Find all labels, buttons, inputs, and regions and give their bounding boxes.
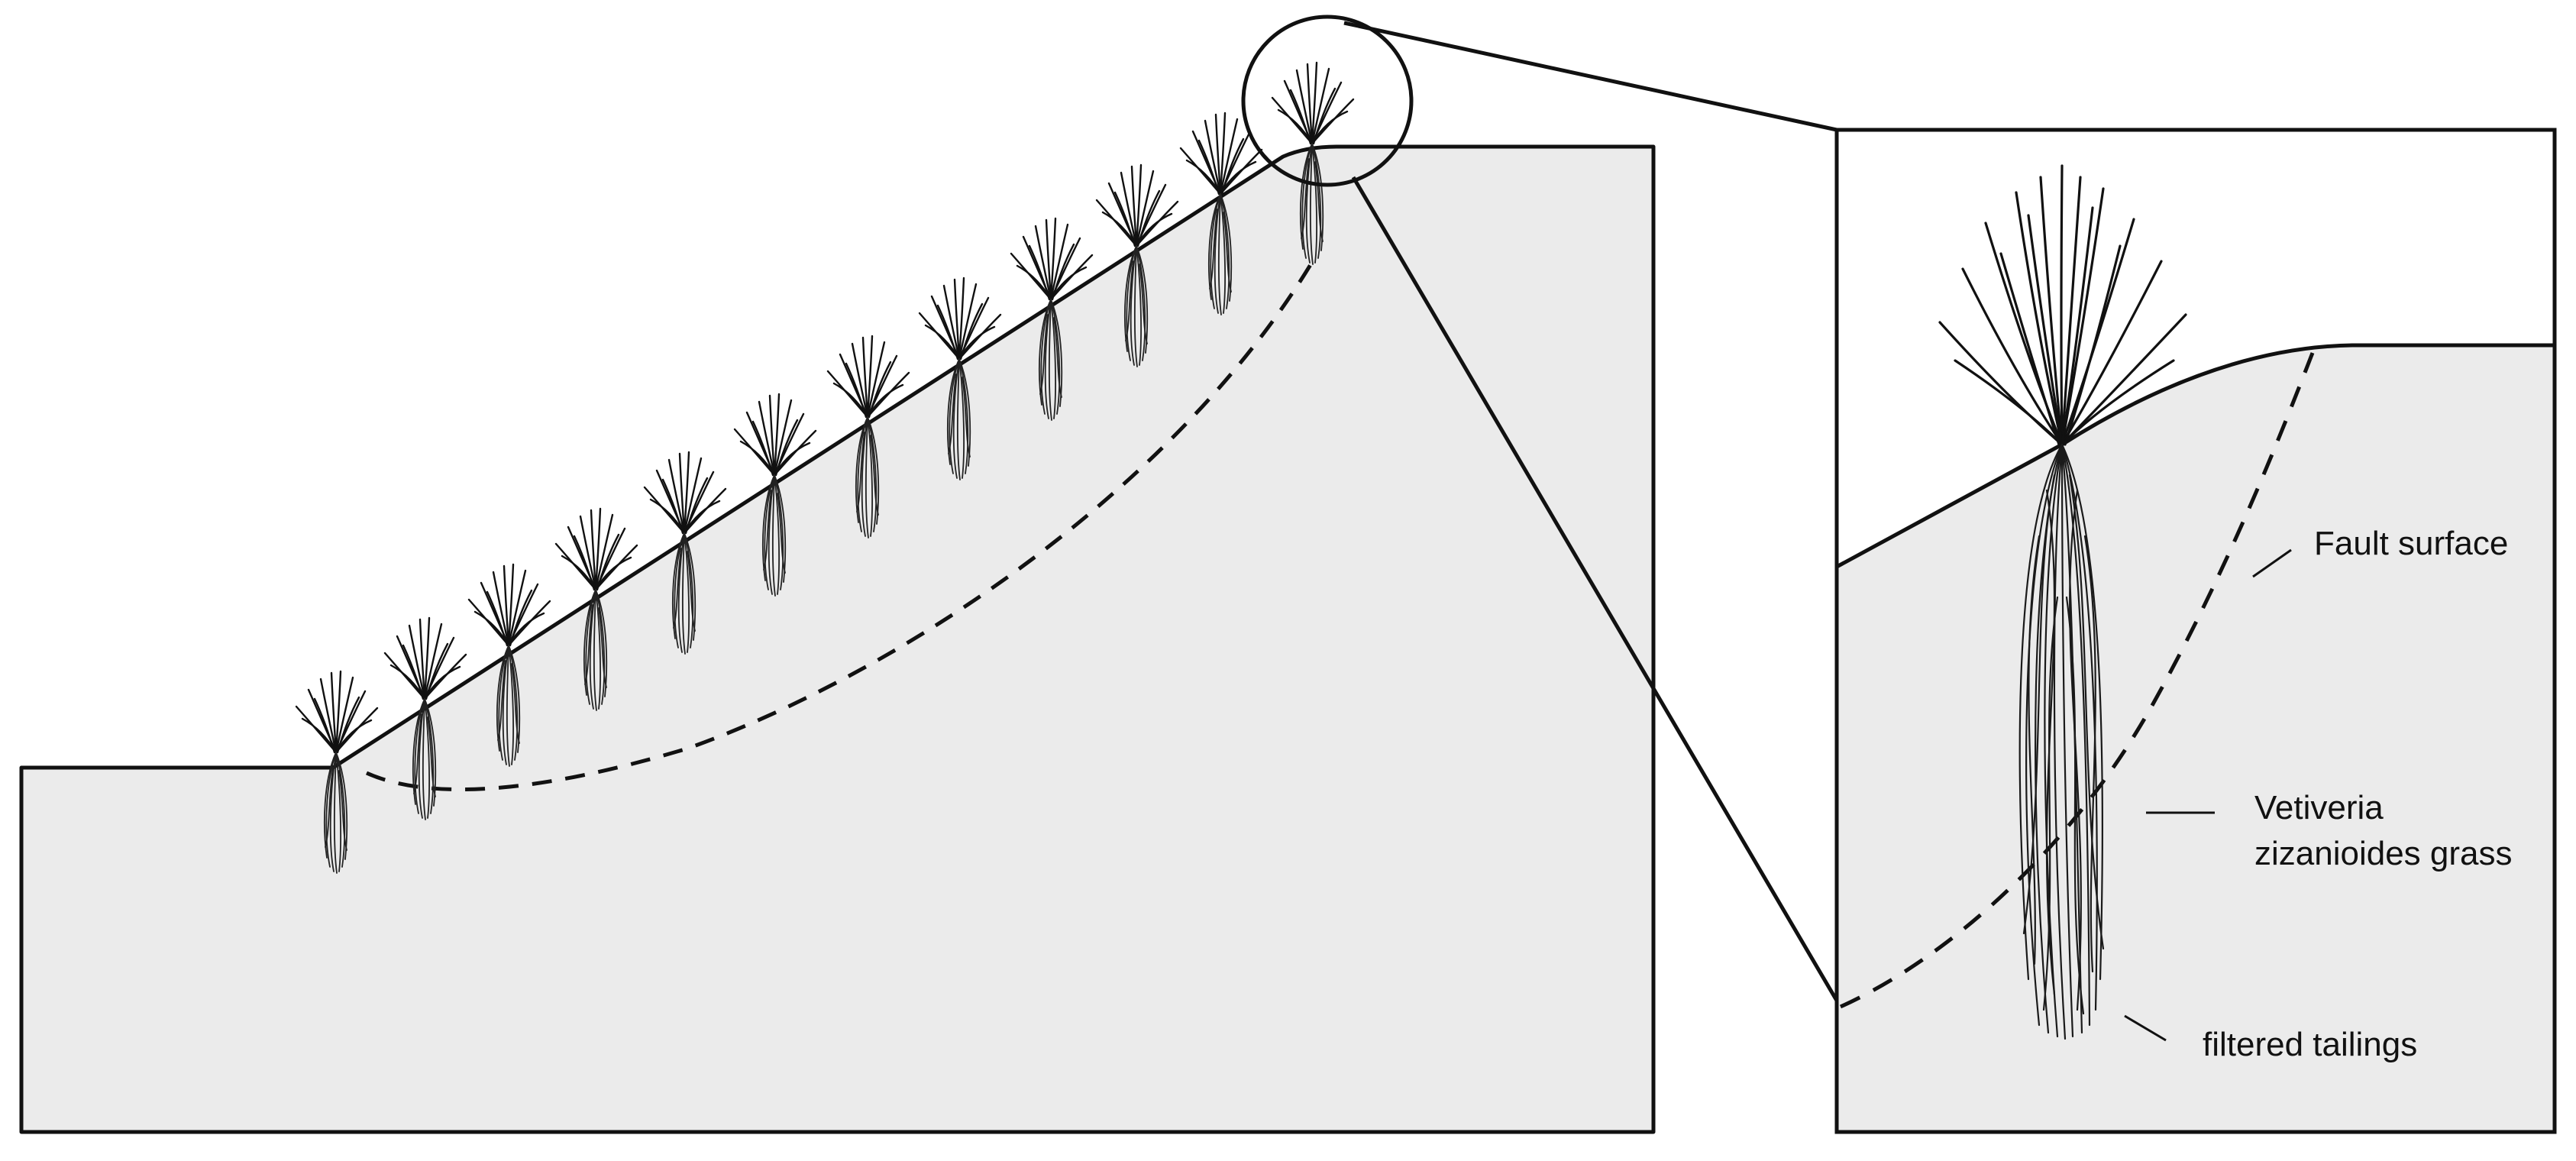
detail-soil xyxy=(1837,345,2555,1132)
zoom-connector-bottom xyxy=(1351,176,1839,1002)
grass-label-line1: Vetiveria xyxy=(2254,789,2384,826)
detail-ground-line xyxy=(1835,343,2555,569)
fault-surface-label: Fault surface xyxy=(2314,525,2508,562)
detail-panel: Fault surface Vetiveria zizanioides gras… xyxy=(1834,128,2557,1134)
tailings-leader xyxy=(2124,1014,2167,1042)
fault-surface-leader xyxy=(2252,548,2292,578)
zoom-circle xyxy=(1241,15,1414,187)
zoom-connector-top xyxy=(1343,21,1837,132)
grass-label-line2: zizanioides grass xyxy=(2254,835,2513,872)
tailings-label: filtered tailings xyxy=(2203,1026,2417,1063)
fault-surface-line xyxy=(365,258,1316,792)
detail-fault-surface-line xyxy=(1839,352,2315,1009)
slope-body xyxy=(19,144,1656,1134)
